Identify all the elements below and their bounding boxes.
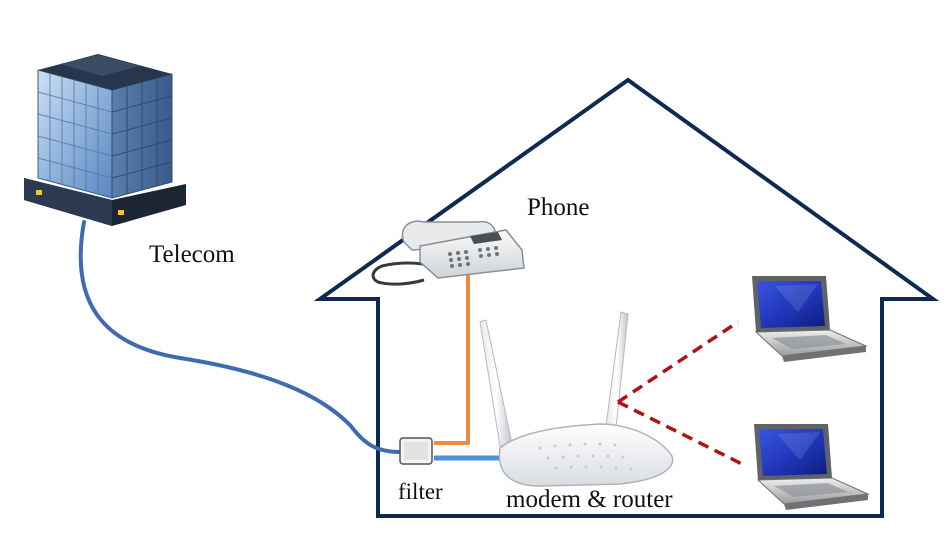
modem-router-label: modem & router <box>506 486 673 513</box>
house-outline <box>313 77 940 518</box>
wireless-router-icon <box>479 311 674 487</box>
office-building-icon <box>24 54 186 226</box>
telecom-label: Telecom <box>149 241 235 268</box>
laptop-icon <box>752 276 868 362</box>
filter-label: filter <box>398 479 443 504</box>
phone-label: Phone <box>527 194 590 221</box>
wireless-link-upper <box>617 320 739 404</box>
desk-phone-icon <box>371 220 525 286</box>
dsl-filter-icon <box>399 437 433 465</box>
phone-cable <box>434 268 470 445</box>
telecom-cable <box>78 220 402 454</box>
laptop-icon <box>754 424 870 510</box>
wireless-link-lower <box>617 400 743 466</box>
